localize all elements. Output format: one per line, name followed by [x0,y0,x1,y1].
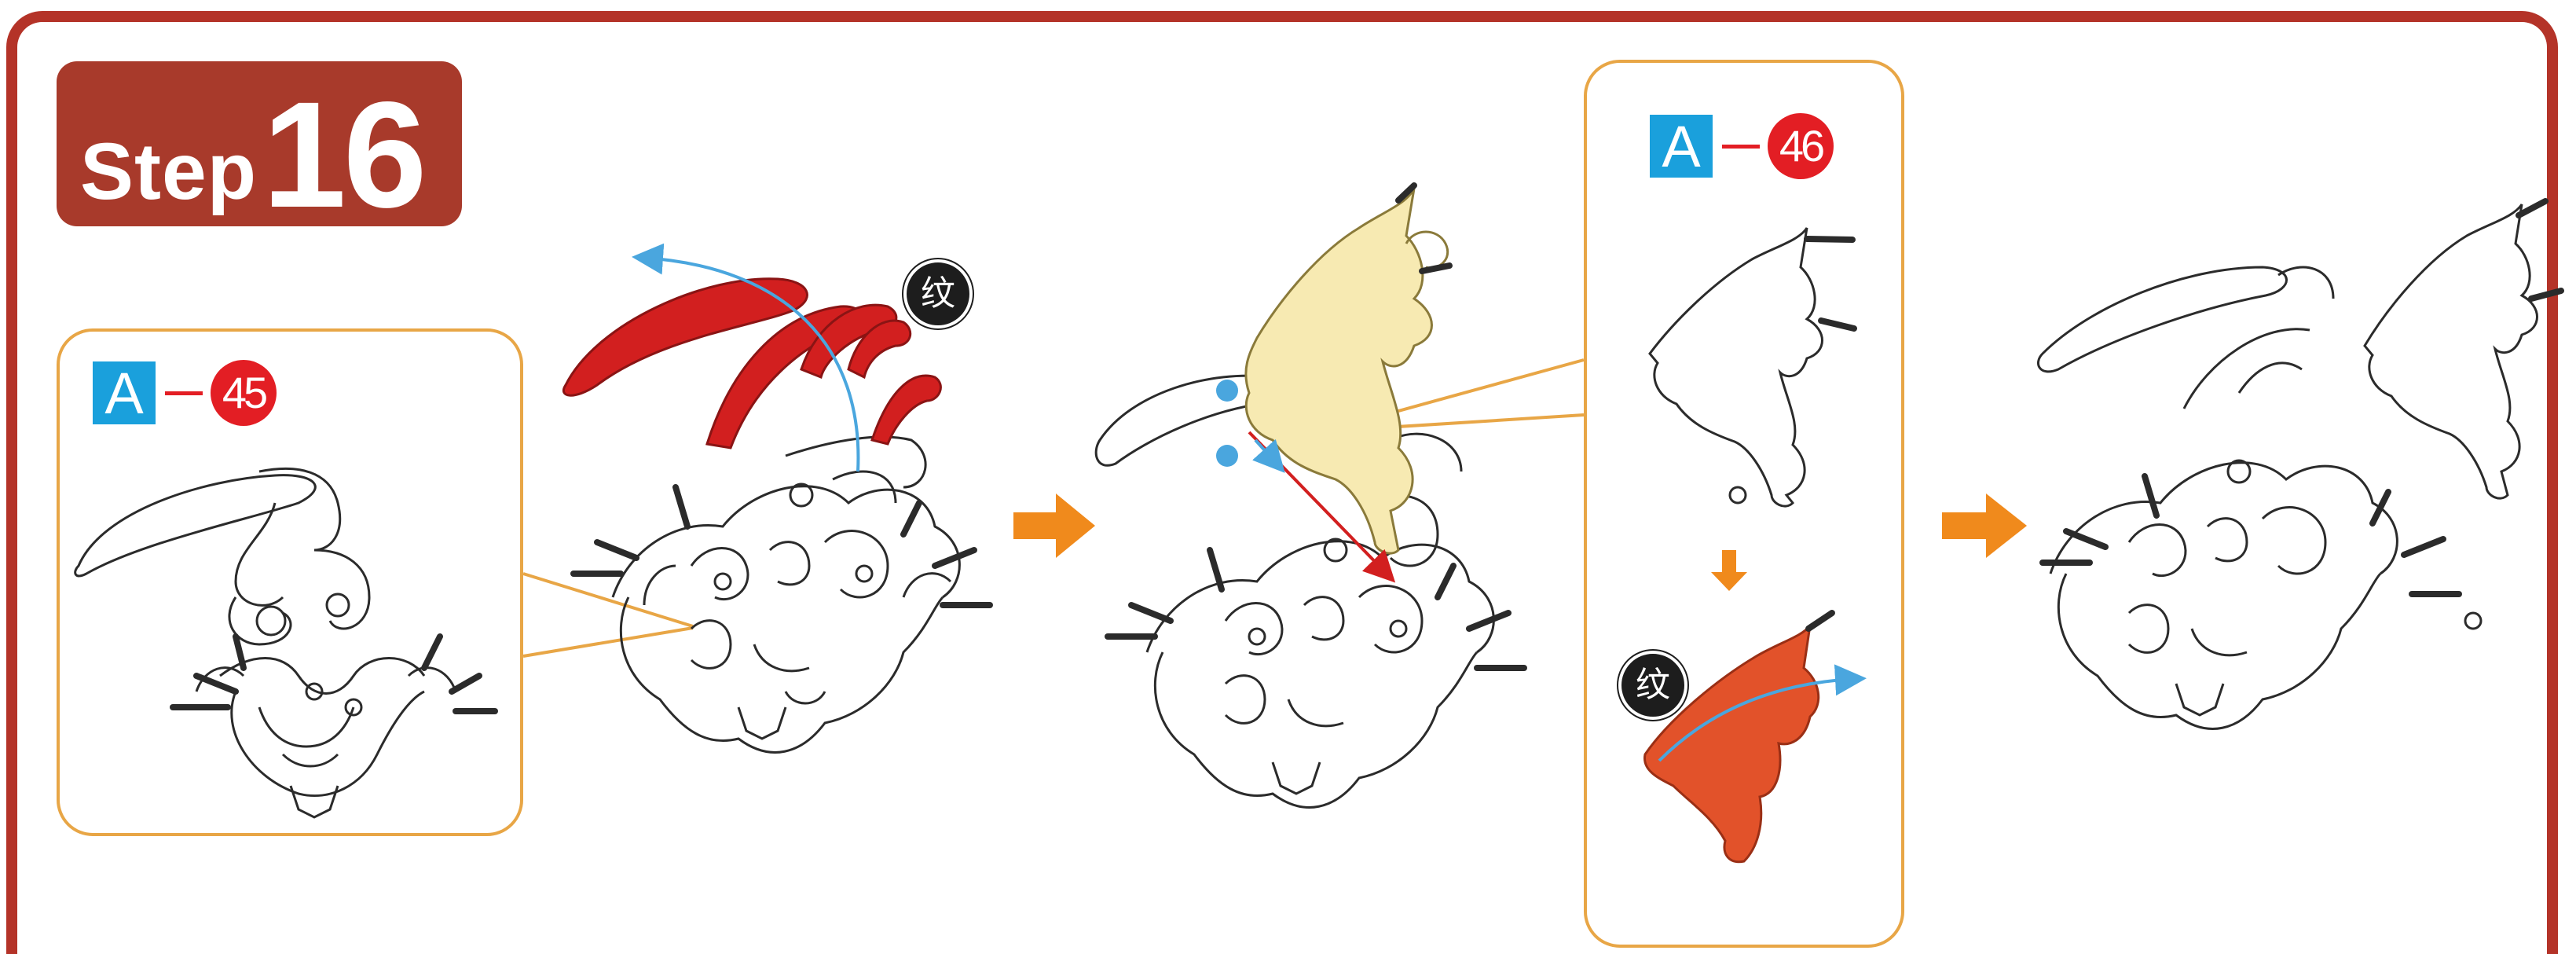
texture-side-badge-2: 纹 [1618,651,1687,720]
flow-arrow-right-2 [1942,494,2027,558]
part-letter-a45: A [93,361,156,424]
texture-side-badge-1: 纹 [903,259,973,328]
part-a46-orange-tabs [1808,613,1832,629]
part-letter-a46: A [1650,115,1713,178]
stage1-base-drawing [613,437,959,752]
part-a45-drawing [75,468,456,817]
part-dash-a46 [1722,145,1760,149]
callout-pointer-a45 [523,574,693,656]
stage2-tabs [1108,550,1524,668]
part-a46-drawing [1650,228,1823,506]
part-dash-a45 [165,391,203,395]
stage3-result-drawing [2038,204,2537,728]
stage1-tabs [573,487,990,605]
stage2-guide-dot-2 [1216,445,1238,467]
stage2-guide-dot-1 [1216,380,1238,402]
part-number-a45: 45 [211,360,277,426]
part-number-a46: 46 [1768,113,1834,179]
stage3-tabs [2043,201,2561,594]
stage2-blue-guide [1255,440,1277,464]
part-a46-tabs [1807,239,1854,328]
flow-arrow-right-1 [1013,494,1095,558]
flow-arrow-down [1711,550,1747,591]
stage1-red-part [563,279,940,448]
